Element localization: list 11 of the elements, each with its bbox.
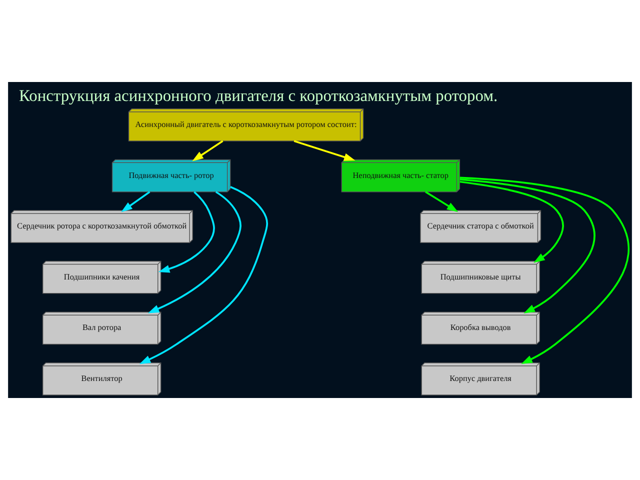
arrow	[460, 178, 596, 314]
arrow	[139, 186, 268, 364]
arrow	[460, 176, 630, 364]
arrow	[294, 140, 356, 161]
arrow	[121, 191, 150, 212]
arrow	[425, 191, 458, 212]
arrow	[158, 191, 215, 273]
diagram-title: Конструкция асинхронного двигателя с короткозамкнутым ротором.	[19, 86, 498, 106]
arrow	[148, 191, 242, 314]
arrow	[460, 180, 564, 263]
arrow	[192, 140, 224, 162]
